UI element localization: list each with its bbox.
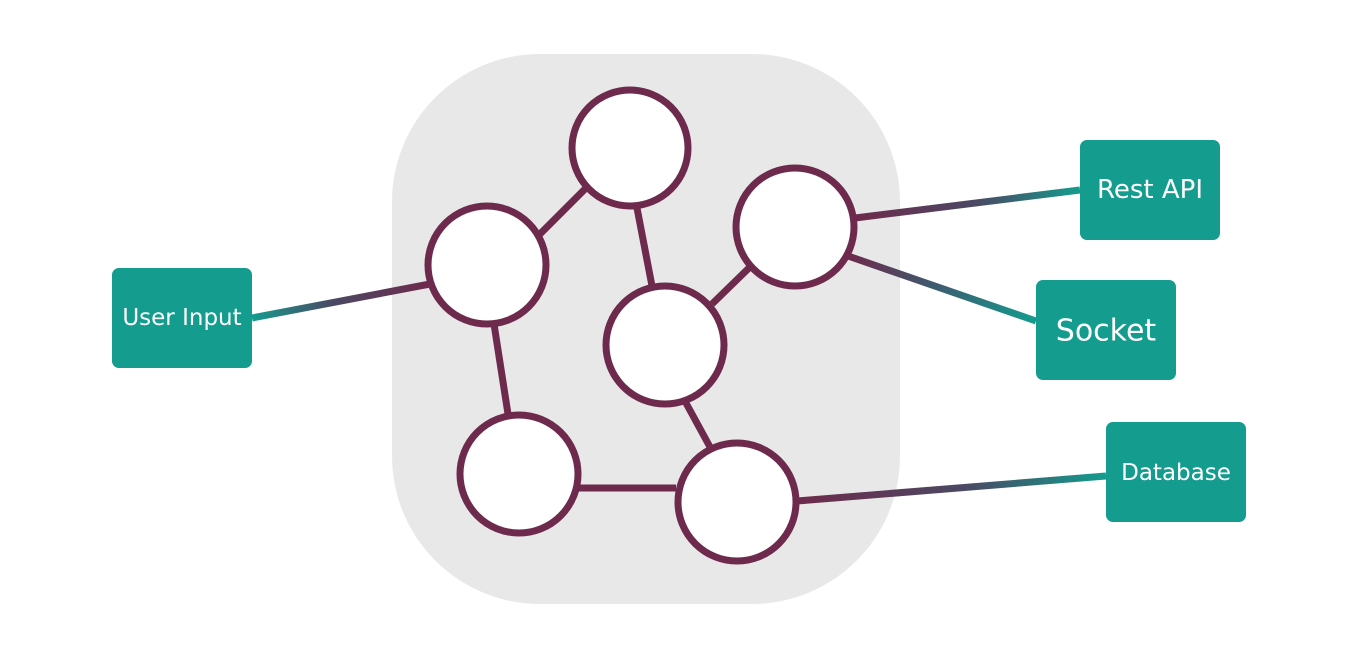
socket-box: Socket <box>1036 280 1176 380</box>
user-input-label: User Input <box>122 305 241 331</box>
connector-socket <box>846 252 1038 325</box>
node-bottom-right <box>674 439 800 565</box>
socket-label: Socket <box>1056 314 1157 349</box>
node-left <box>424 202 550 328</box>
node-right <box>732 164 858 290</box>
nodes <box>424 86 858 565</box>
node-top <box>568 86 692 210</box>
connector-user-input <box>251 280 431 322</box>
edge-node-left-node-bottom-left <box>490 323 512 415</box>
external-connectors <box>251 186 1107 505</box>
edge-node-top-node-left <box>535 186 588 239</box>
node-center <box>602 282 728 408</box>
node-bottom-left <box>456 411 582 537</box>
edge-node-top-node-center <box>633 207 656 287</box>
edge-node-center-node-bottom-right <box>682 401 714 449</box>
database-box: Database <box>1106 422 1246 522</box>
internal-edges <box>490 186 754 492</box>
database-label: Database <box>1121 460 1231 486</box>
edge-node-right-node-center <box>709 263 754 307</box>
connector-database <box>796 472 1107 505</box>
connector-rest-api <box>854 186 1081 222</box>
rest-api-label: Rest API <box>1097 175 1203 205</box>
user-input-box: User Input <box>112 268 252 368</box>
rest-api-box: Rest API <box>1080 140 1220 240</box>
